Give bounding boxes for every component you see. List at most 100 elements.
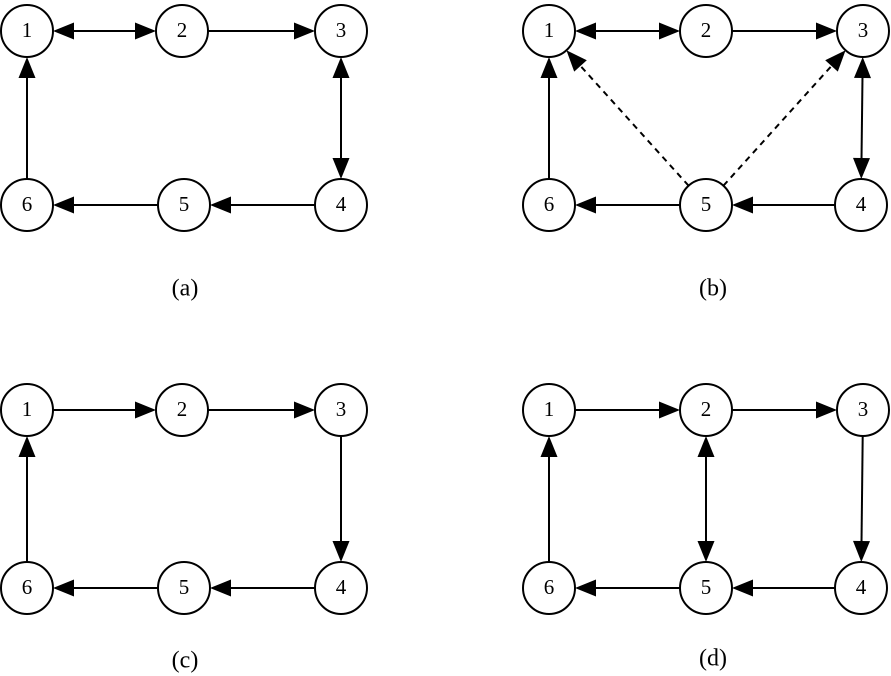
node-label: 3 (858, 18, 869, 42)
node-label: 1 (22, 397, 33, 421)
node-circle (834, 561, 888, 615)
node-2: 2 (679, 4, 733, 58)
node-circle (522, 383, 576, 437)
arrowhead-to-6 (53, 579, 74, 597)
node-3: 3 (314, 4, 368, 58)
node-label: 6 (544, 192, 555, 216)
node-circle (157, 561, 211, 615)
node-circle (314, 383, 368, 437)
edge-1-2 (53, 401, 156, 419)
node-circle (836, 383, 890, 437)
caption-b: (b) (699, 276, 727, 302)
node-3: 3 (314, 383, 368, 437)
arrowhead-to-3 (816, 401, 837, 419)
node-label: 5 (701, 575, 712, 599)
node-1: 1 (0, 383, 54, 437)
caption-d: (d) (699, 646, 727, 672)
arrowhead-to-2 (659, 22, 680, 40)
node-label: 5 (701, 192, 712, 216)
edge-3-4 (853, 57, 871, 179)
node-6: 6 (0, 178, 54, 232)
node-1: 1 (522, 383, 576, 437)
arrowhead-to-2 (135, 401, 156, 419)
node-1: 1 (522, 4, 576, 58)
edge-5-3 (722, 50, 846, 187)
node-label: 5 (179, 575, 190, 599)
arrowhead-to-1 (540, 436, 558, 457)
node-label: 6 (22, 192, 33, 216)
arrowhead-to-5 (697, 541, 715, 562)
node-5: 5 (157, 178, 211, 232)
arrowhead-to-3 (825, 50, 846, 72)
arrowhead-to-1 (18, 57, 36, 78)
edge-line (860, 435, 864, 544)
arrowhead-to-2 (135, 22, 156, 40)
node-label: 4 (336, 192, 347, 216)
node-label: 3 (336, 397, 347, 421)
node-5: 5 (157, 561, 211, 615)
node-label: 1 (544, 18, 555, 42)
node-circle (0, 383, 54, 437)
node-circle (155, 4, 209, 58)
node-circle (314, 178, 368, 232)
node-5: 5 (679, 178, 733, 232)
caption-c: (c) (172, 648, 199, 674)
node-circle (679, 4, 733, 58)
node-label: 6 (22, 575, 33, 599)
arrowhead-to-5 (210, 579, 231, 597)
node-1: 1 (0, 4, 54, 58)
arrowhead-to-1 (18, 436, 36, 457)
node-3: 3 (836, 383, 890, 437)
arrowhead-to-1 (53, 22, 74, 40)
arrowhead-to-1 (575, 22, 596, 40)
edge-6-1 (18, 57, 36, 179)
node-circle (0, 4, 54, 58)
node-circle (679, 178, 733, 232)
edge-3-4 (332, 57, 350, 179)
arrowhead-to-4 (853, 540, 870, 562)
arrowhead-to-3 (332, 57, 350, 78)
arrowhead-to-1 (566, 50, 587, 72)
arrowhead-to-6 (53, 196, 74, 214)
edge-5-6 (575, 196, 680, 214)
node-circle (0, 178, 54, 232)
node-label: 1 (544, 397, 555, 421)
edge-3-4 (853, 435, 870, 562)
node-3: 3 (836, 4, 890, 58)
arrowhead-to-2 (697, 436, 715, 457)
edge-5-6 (575, 579, 680, 597)
node-2: 2 (679, 383, 733, 437)
node-6: 6 (0, 561, 54, 615)
arrowhead-to-6 (575, 579, 596, 597)
edge-6-1 (540, 57, 558, 179)
node-circle (0, 561, 54, 615)
arrowhead-to-3 (816, 22, 837, 40)
edge-6-1 (18, 436, 36, 562)
edge-5-6 (53, 579, 158, 597)
edge-6-1 (540, 436, 558, 562)
arrowhead-to-6 (575, 196, 596, 214)
arrowhead-to-2 (659, 401, 680, 419)
arrowhead-to-5 (732, 196, 753, 214)
edge-4-5 (210, 196, 315, 214)
edge-3-4 (332, 436, 350, 562)
node-circle (157, 178, 211, 232)
edge-1-2 (53, 22, 156, 40)
arrowhead-to-1 (540, 57, 558, 78)
arrowhead-to-4 (332, 541, 350, 562)
arrowhead-to-3 (294, 22, 315, 40)
edge-2-3 (732, 401, 837, 419)
node-6: 6 (522, 178, 576, 232)
node-label: 6 (544, 575, 555, 599)
arrowhead-to-3 (854, 57, 871, 79)
node-label: 2 (177, 18, 188, 42)
node-label: 2 (701, 397, 712, 421)
node-circle (679, 383, 733, 437)
node-circle (155, 383, 209, 437)
node-2: 2 (155, 4, 209, 58)
